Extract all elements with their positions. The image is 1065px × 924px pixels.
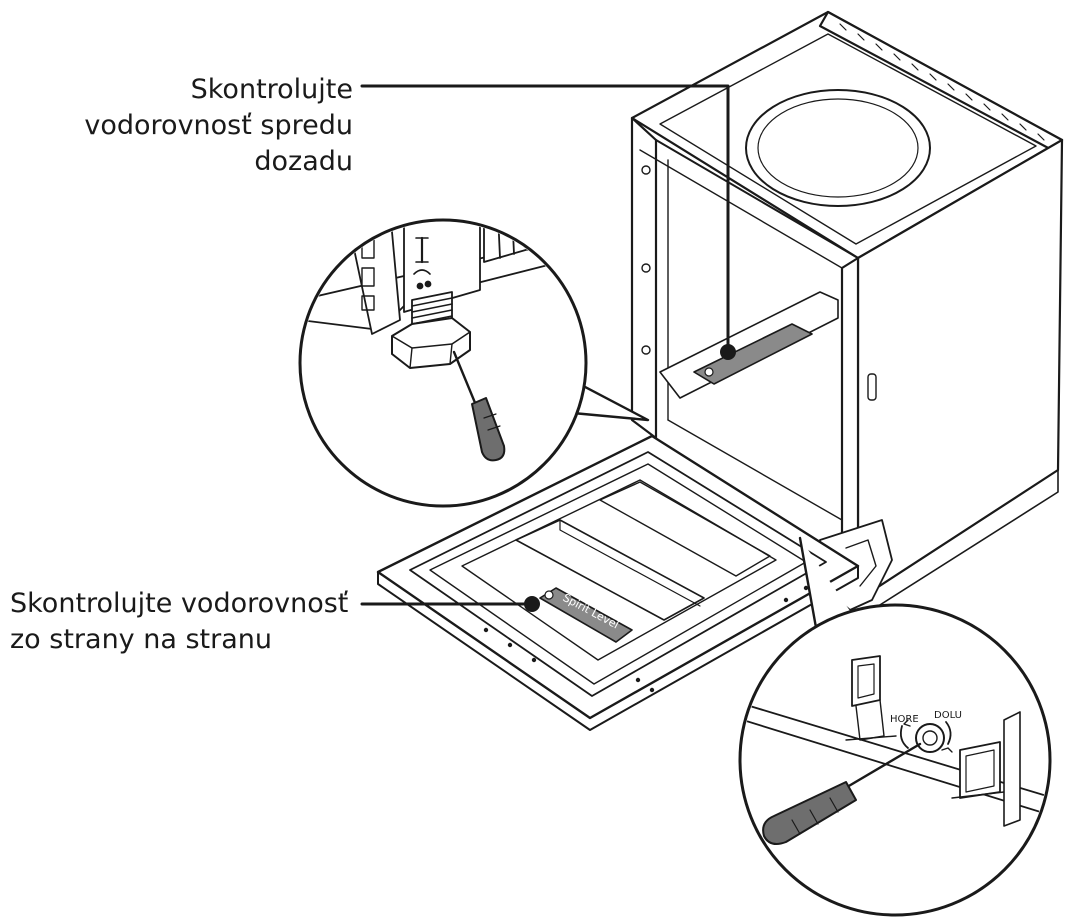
- callout-front-back-line: dozadu: [254, 146, 353, 177]
- callout-front-back-text: Skontrolujte vodorovnosť spredu dozadu: [84, 72, 353, 180]
- callout-side-side-line: Skontrolujte vodorovnosť: [10, 588, 349, 619]
- callout-line-front-back: [360, 84, 736, 360]
- adjuster-up-label: HORE: [890, 714, 919, 725]
- screwdriver-icon: [452, 350, 506, 462]
- spirit-level-icon: [693, 323, 813, 385]
- callout-line-side-side: [360, 596, 540, 612]
- callout-side-side-text: Skontrolujte vodorovnosť zo strany na st…: [10, 586, 348, 658]
- screwdriver-icon: [762, 742, 922, 845]
- callout-front-back-line: vodorovnosť spredu: [84, 110, 353, 141]
- callout-front-back-line: Skontrolujte: [190, 74, 353, 105]
- adjuster-down-label: DOLU: [934, 710, 962, 721]
- dishwasher-door: [376, 434, 860, 731]
- callout-side-side-line: zo strany na stranu: [10, 624, 273, 655]
- zoom-circle-front-foot: [298, 218, 650, 508]
- zoom-circle-rear-adjuster: HORE DOLU: [738, 536, 1052, 917]
- dishwasher-cabinet: [630, 10, 1064, 612]
